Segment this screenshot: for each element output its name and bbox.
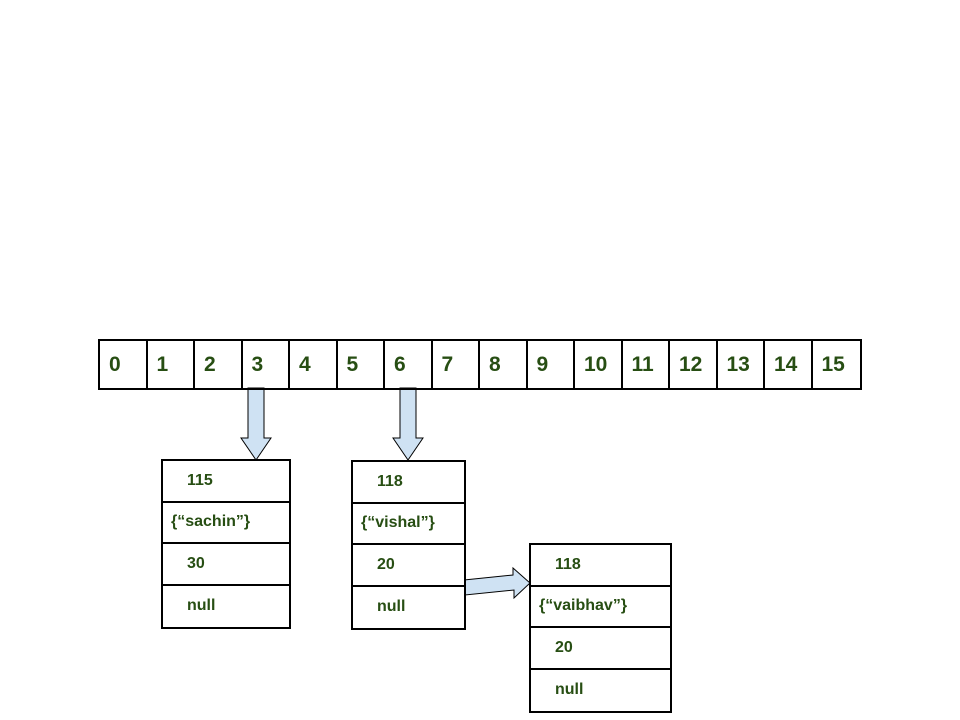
node-next: null [377,598,406,616]
node-hash: 115 [163,461,289,503]
node-vaibhav: 118 {“vaibhav”} 20 null [529,543,672,713]
bucket-cell: 11 [623,341,670,388]
bucket-cell: 7 [433,341,480,388]
bucket-cell: 0 [100,341,148,388]
bucket-cell: 15 [821,352,845,376]
bucket-cell: 1 [148,341,195,388]
bucket-cell: 14 [765,341,813,388]
bucket-cell: 12 [670,341,718,388]
down-arrow-bucket-3 [240,387,272,461]
node-value: 20 [531,628,670,670]
bucket-cell: 10 [575,341,623,388]
bucket-cell: 4 [290,341,338,388]
node-key: {“sachin”} [163,503,289,544]
node-next: null [555,681,584,699]
bucket-array: 0 1 2 3 4 5 6 7 8 9 10 11 12 13 14 15 [98,339,862,390]
bucket-cell: 9 [528,341,575,388]
node-sachin: 115 {“sachin”} 30 null [161,459,291,629]
bucket-cell: 8 [480,341,528,388]
right-arrow-next-node [463,566,531,600]
node-hash: 118 [353,462,464,504]
node-key: {“vishal”} [353,504,464,545]
bucket-cell: 2 [195,341,243,388]
node-value: 20 [353,545,464,587]
bucket-cell: 5 [338,341,385,388]
down-arrow-bucket-6 [392,387,424,461]
node-key: {“vaibhav”} [531,587,670,628]
bucket-cell: 13 [718,341,765,388]
bucket-cell: 6 [385,341,433,388]
node-value: 30 [163,544,289,586]
bucket-cell: 3 [243,341,290,388]
node-vishal: 118 {“vishal”} 20 null [351,460,466,630]
node-next: null [187,597,216,615]
node-hash: 118 [531,545,670,587]
